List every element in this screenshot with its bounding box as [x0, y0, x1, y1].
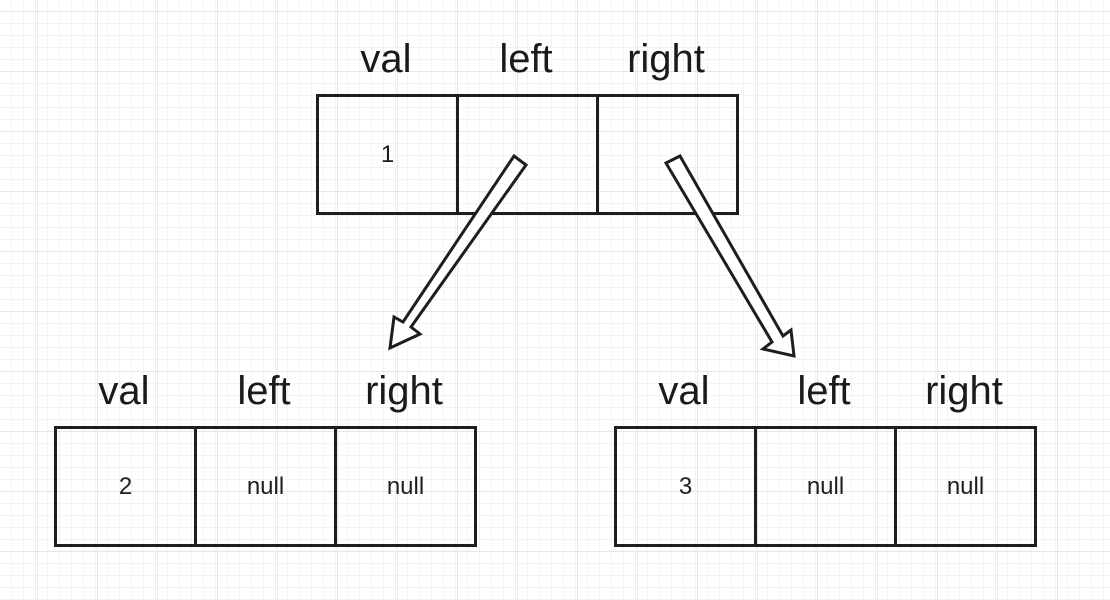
left-child-left-cell: null	[194, 429, 334, 544]
root-node-box: 1	[316, 94, 739, 215]
root-node-headers: val left right	[316, 36, 736, 82]
left-child-right-cell: null	[334, 429, 474, 544]
left-child-right-header: right	[365, 369, 443, 413]
root-right-header: right	[627, 37, 705, 81]
right-child-left-cell: null	[754, 429, 894, 544]
right-child-headers: val left right	[614, 368, 1034, 414]
right-child-right-header: right	[925, 369, 1003, 413]
left-child-headers: val left right	[54, 368, 474, 414]
right-pointer-arrow	[663, 154, 796, 358]
left-child-left-header: left	[237, 369, 291, 413]
root-val-cell: 1	[380, 140, 395, 168]
left-child-val-header: val	[98, 369, 150, 413]
right-child-left-header: left	[797, 369, 851, 413]
left-child-box: 2 null null	[54, 426, 477, 547]
root-left-header: left	[499, 37, 553, 81]
right-child-val-cell: 3	[678, 472, 693, 500]
right-child-right-cell: null	[894, 429, 1034, 544]
root-right-cell	[596, 97, 736, 212]
root-val-header: val	[360, 37, 412, 81]
right-child-val-header: val	[658, 369, 710, 413]
root-left-cell	[456, 97, 596, 212]
right-child-box: 3 null null	[614, 426, 1037, 547]
left-pointer-arrow	[388, 153, 529, 351]
left-child-val-cell: 2	[118, 472, 133, 500]
